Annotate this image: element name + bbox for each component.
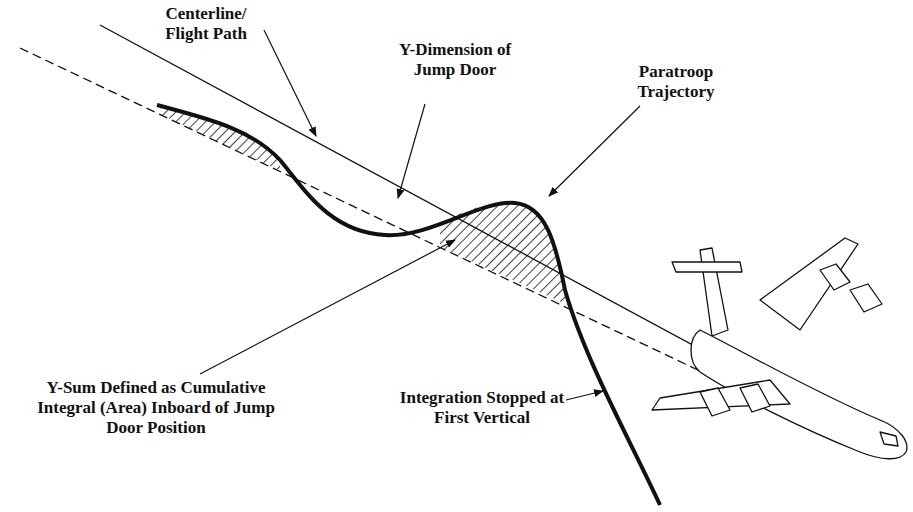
leader-line bbox=[200, 240, 455, 374]
leader-line bbox=[264, 30, 316, 136]
leader-line bbox=[566, 391, 603, 400]
hatched-area bbox=[160, 106, 280, 171]
callout-label: Y-Sum Defined as Cumulative Integral (Ar… bbox=[22, 378, 290, 438]
aircraft bbox=[652, 238, 907, 459]
callout-label: Paratroop Trajectory bbox=[620, 62, 732, 102]
paratroop-trajectory bbox=[157, 105, 660, 505]
callout-label: Centerline/ Flight Path bbox=[150, 4, 262, 44]
callout-label: Y-Dimension of Jump Door bbox=[395, 40, 515, 80]
leader-line bbox=[398, 104, 425, 198]
callout-label: Integration Stopped at First Vertical bbox=[392, 388, 572, 428]
leader-line bbox=[549, 106, 640, 196]
jump-door-line bbox=[20, 48, 740, 390]
